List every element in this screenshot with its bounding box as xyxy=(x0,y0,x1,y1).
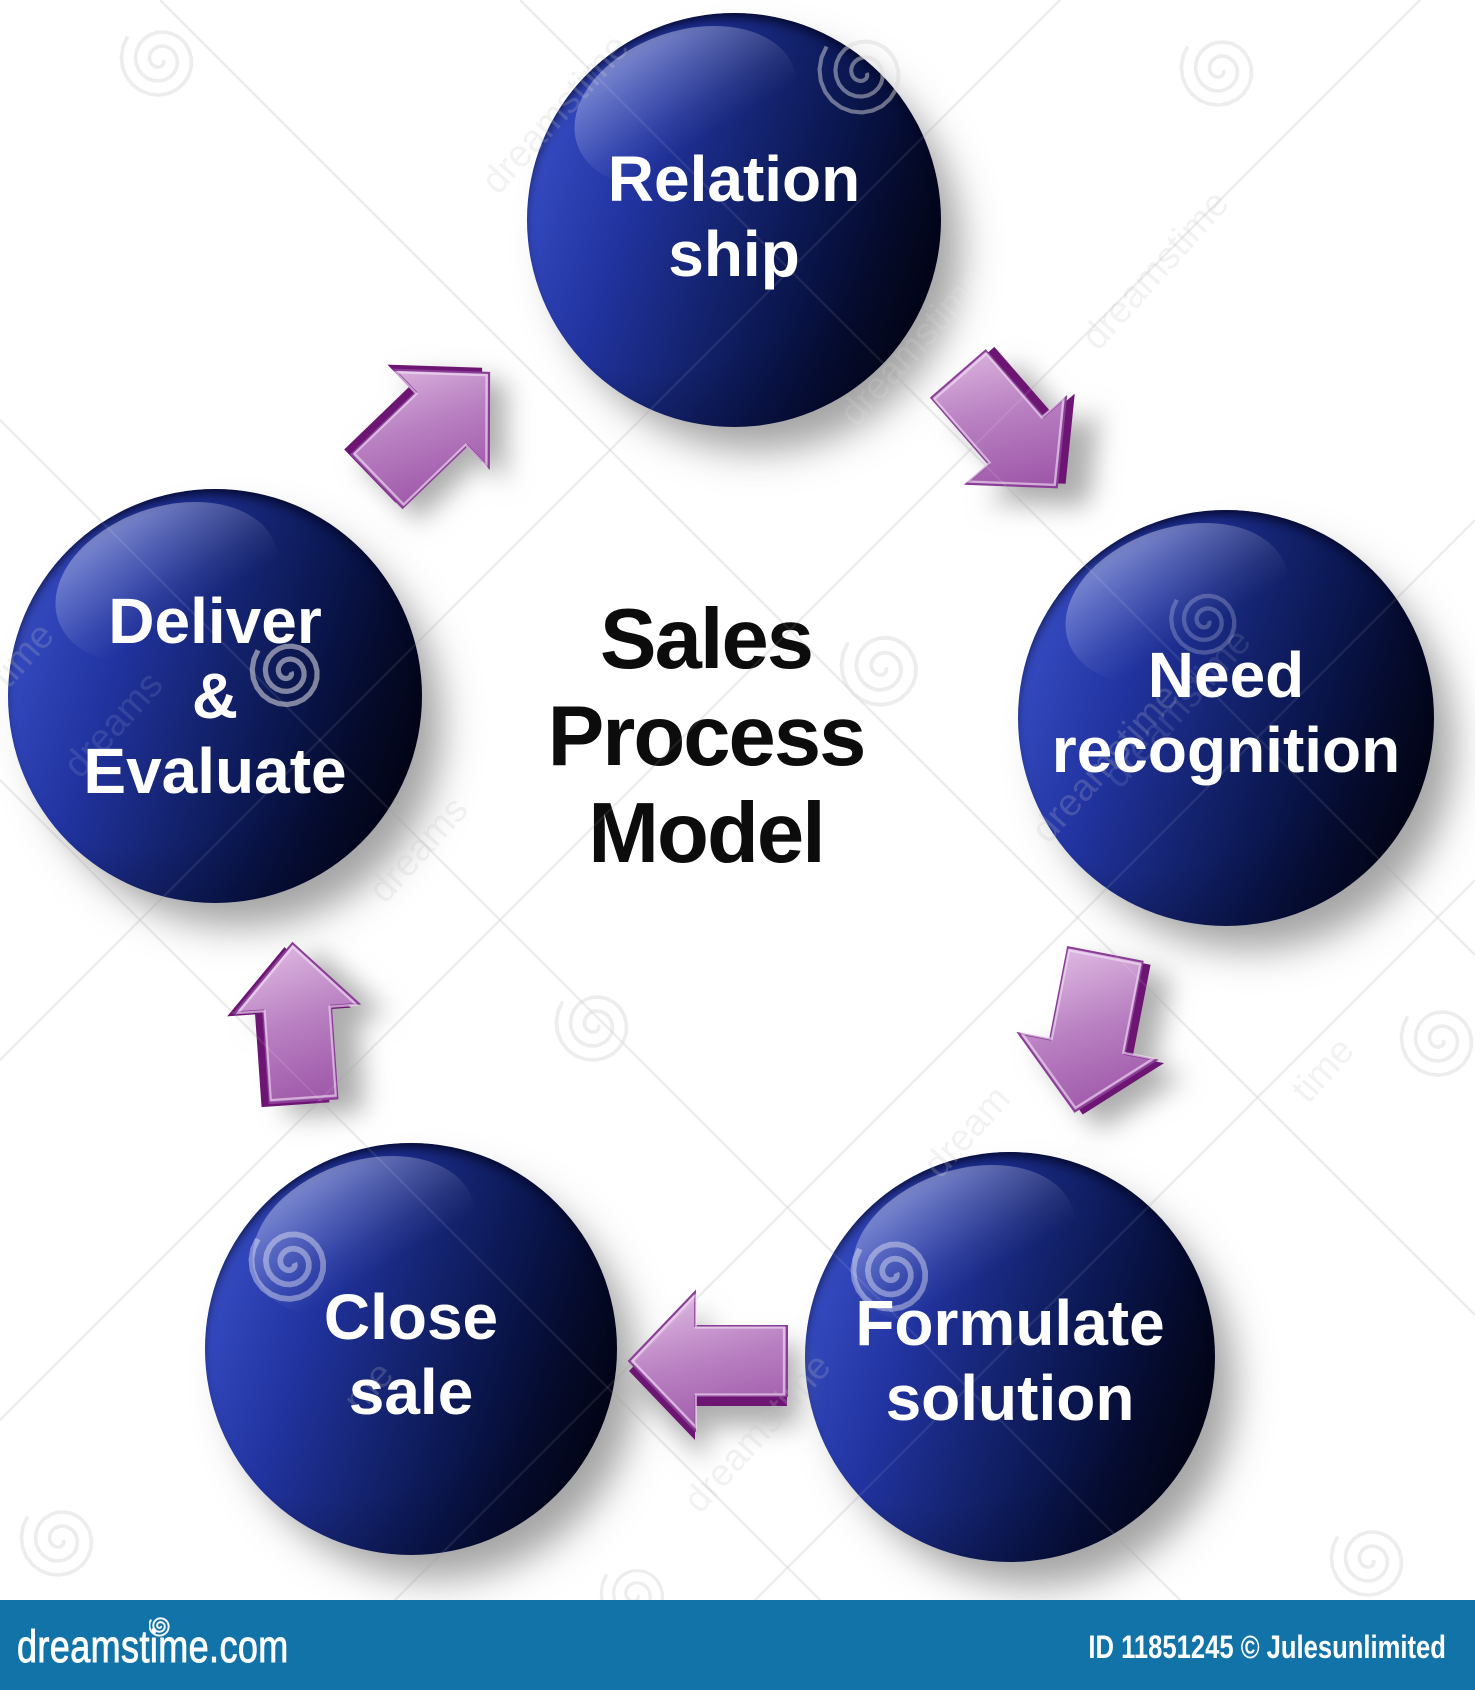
svg-text:time: time xyxy=(1283,1030,1362,1111)
svg-text:dreamstime: dreamstime xyxy=(675,1345,839,1521)
svg-text:dreams: dreams xyxy=(360,789,476,911)
svg-text:time: time xyxy=(0,615,63,696)
svg-text:dreamstime: dreamstime xyxy=(1073,182,1237,358)
